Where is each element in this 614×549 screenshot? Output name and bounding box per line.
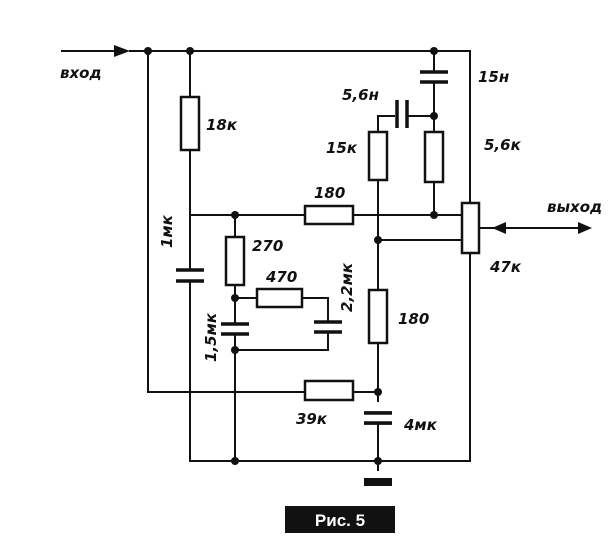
label-470: 470: [265, 268, 297, 286]
label-18k: 18к: [206, 116, 238, 134]
ground-symbol: [364, 478, 392, 486]
figure-caption-box: [285, 506, 395, 533]
label-4mk: 4мк: [403, 416, 438, 434]
capacitor-1-5mk: [221, 322, 249, 336]
wire-15k-top: [377, 115, 395, 133]
capacitor-15n: [420, 70, 448, 84]
potentiometer-47k: [460, 201, 481, 255]
resistor-180-horizontal: [303, 204, 355, 226]
label-2-2mk: 2,2мк: [338, 262, 356, 312]
label-5-6n: 5,6н: [342, 86, 379, 104]
capacitor-5-6n: [395, 100, 409, 128]
wire-470-right: [301, 297, 329, 321]
label-180-horizontal: 180: [314, 184, 345, 202]
figure-caption: Рис. 5: [315, 511, 365, 530]
label-1-5mk: 1,5мк: [202, 312, 220, 362]
resistor-270: [224, 235, 246, 287]
label-15k: 15к: [326, 139, 358, 157]
label-input: вход: [60, 64, 102, 82]
input-terminal: [61, 45, 130, 57]
wire-1mk-down: [189, 252, 471, 462]
label-15n: 15н: [478, 68, 509, 86]
label-1mk: 1мк: [158, 214, 176, 248]
resistor-5-6k: [423, 130, 445, 184]
junction-dots: [144, 47, 438, 465]
label-39k: 39к: [296, 410, 328, 428]
top-rail: [129, 50, 471, 206]
capacitor-2-2mk: [314, 320, 342, 334]
resistor-180-vertical: [367, 288, 389, 345]
resistor-39k: [303, 379, 355, 402]
resistor-18k: [179, 95, 201, 152]
resistor-470: [255, 287, 304, 309]
label-270: 270: [252, 237, 283, 255]
label-180-vertical: 180: [398, 310, 429, 328]
wire-2-2mk-bottom: [234, 333, 329, 351]
label-47k: 47к: [489, 258, 522, 276]
label-output: выход: [547, 198, 602, 216]
label-5-6k: 5,6к: [484, 136, 522, 154]
capacitor-1mk: [176, 268, 204, 283]
input-feed-wire: [147, 50, 306, 393]
output-terminal: [478, 222, 592, 234]
resistor-15k: [367, 130, 389, 182]
